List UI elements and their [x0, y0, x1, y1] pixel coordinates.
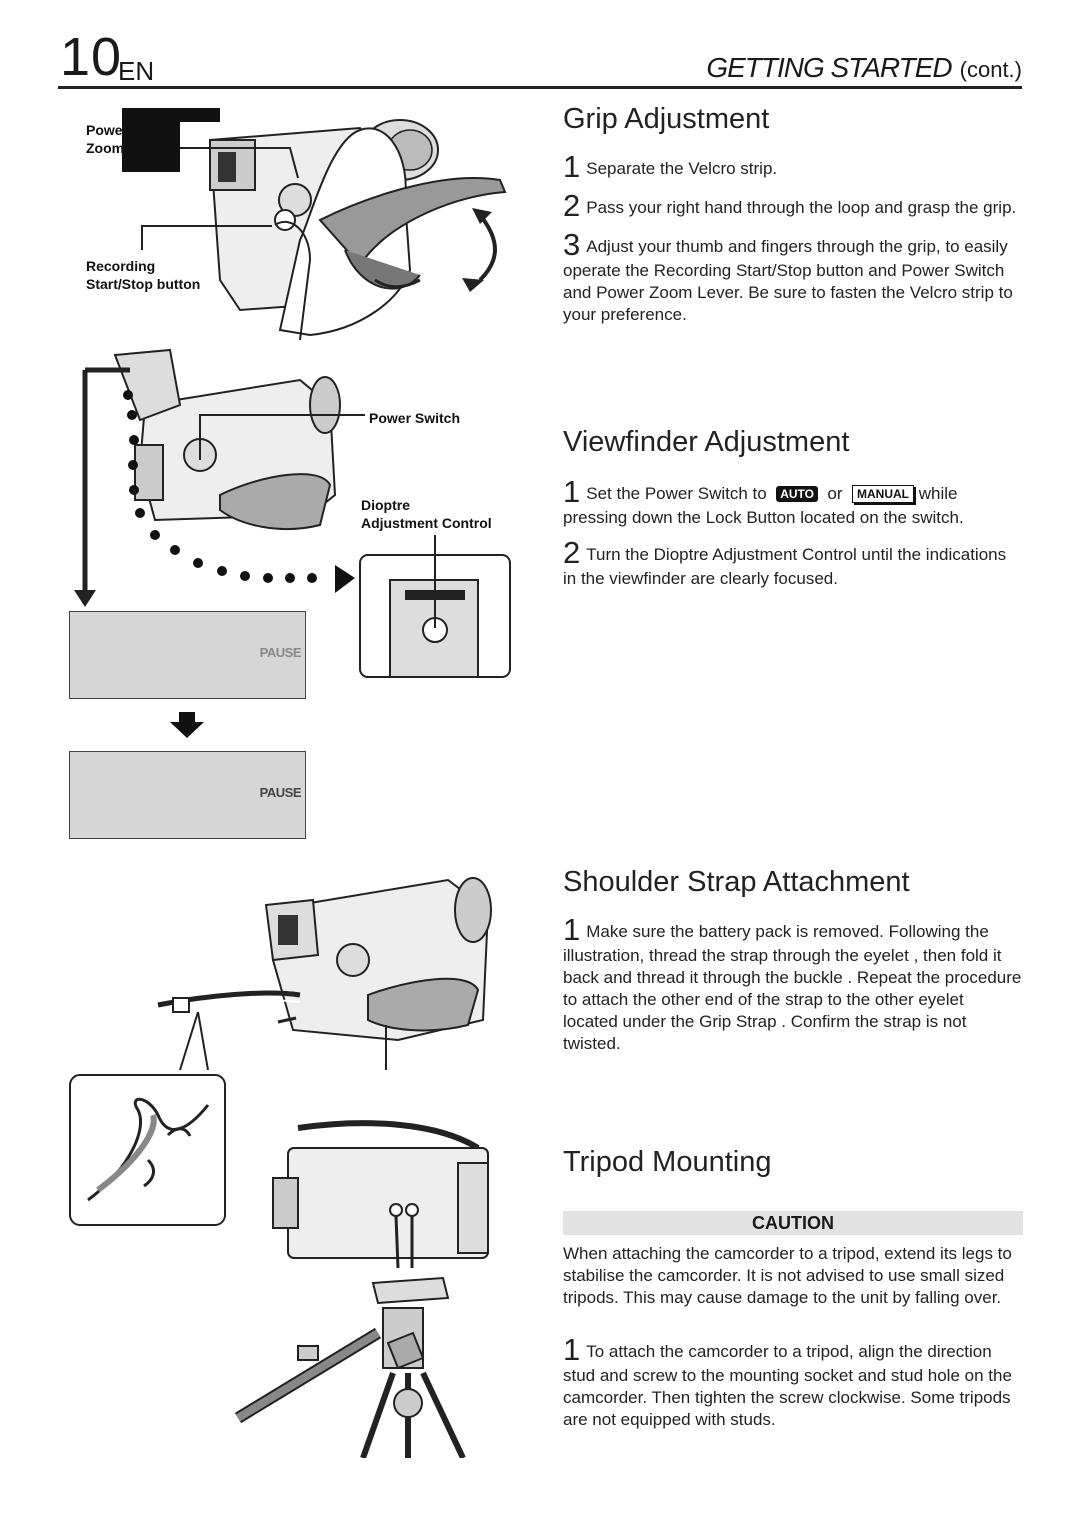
shoulder-strap-illustration	[69, 877, 492, 1226]
manual-badge: MANUAL	[852, 485, 914, 503]
tripod-mounting-title: Tripod Mounting	[563, 1146, 772, 1178]
header-rule	[58, 86, 1022, 89]
auto-badge: AUTO	[776, 486, 818, 502]
down-arrow-icon	[170, 712, 204, 738]
grip-illustration	[122, 108, 507, 341]
viewfinder-screen-blurred: PAUSE	[69, 611, 306, 699]
viewfinder-screen-focused: PAUSE	[69, 751, 306, 839]
grip-adjustment-title: Grip Adjustment	[563, 103, 770, 135]
power-switch-label: Power Switch	[369, 410, 461, 426]
tripod-illustration	[234, 1120, 489, 1458]
viewfinder-adjustment-title: Viewfinder Adjustment	[563, 426, 850, 458]
cont-label: (cont.)	[959, 57, 1022, 82]
caution-text: When attaching the camcorder to a tripod…	[563, 1244, 1012, 1307]
page-number: 10	[60, 27, 123, 87]
viewfinder-illustration	[74, 348, 511, 678]
section-title: GETTING STARTED	[706, 52, 952, 83]
caution-banner: CAUTION	[563, 1211, 1023, 1235]
pause-indicator: PAUSE	[259, 645, 302, 660]
section-header: GETTING STARTED (cont.)	[706, 54, 1022, 82]
language-code: EN	[118, 56, 155, 86]
shoulder-strap-title: Shoulder Strap Attachment	[563, 866, 910, 898]
pause-indicator: PAUSE	[259, 785, 302, 800]
